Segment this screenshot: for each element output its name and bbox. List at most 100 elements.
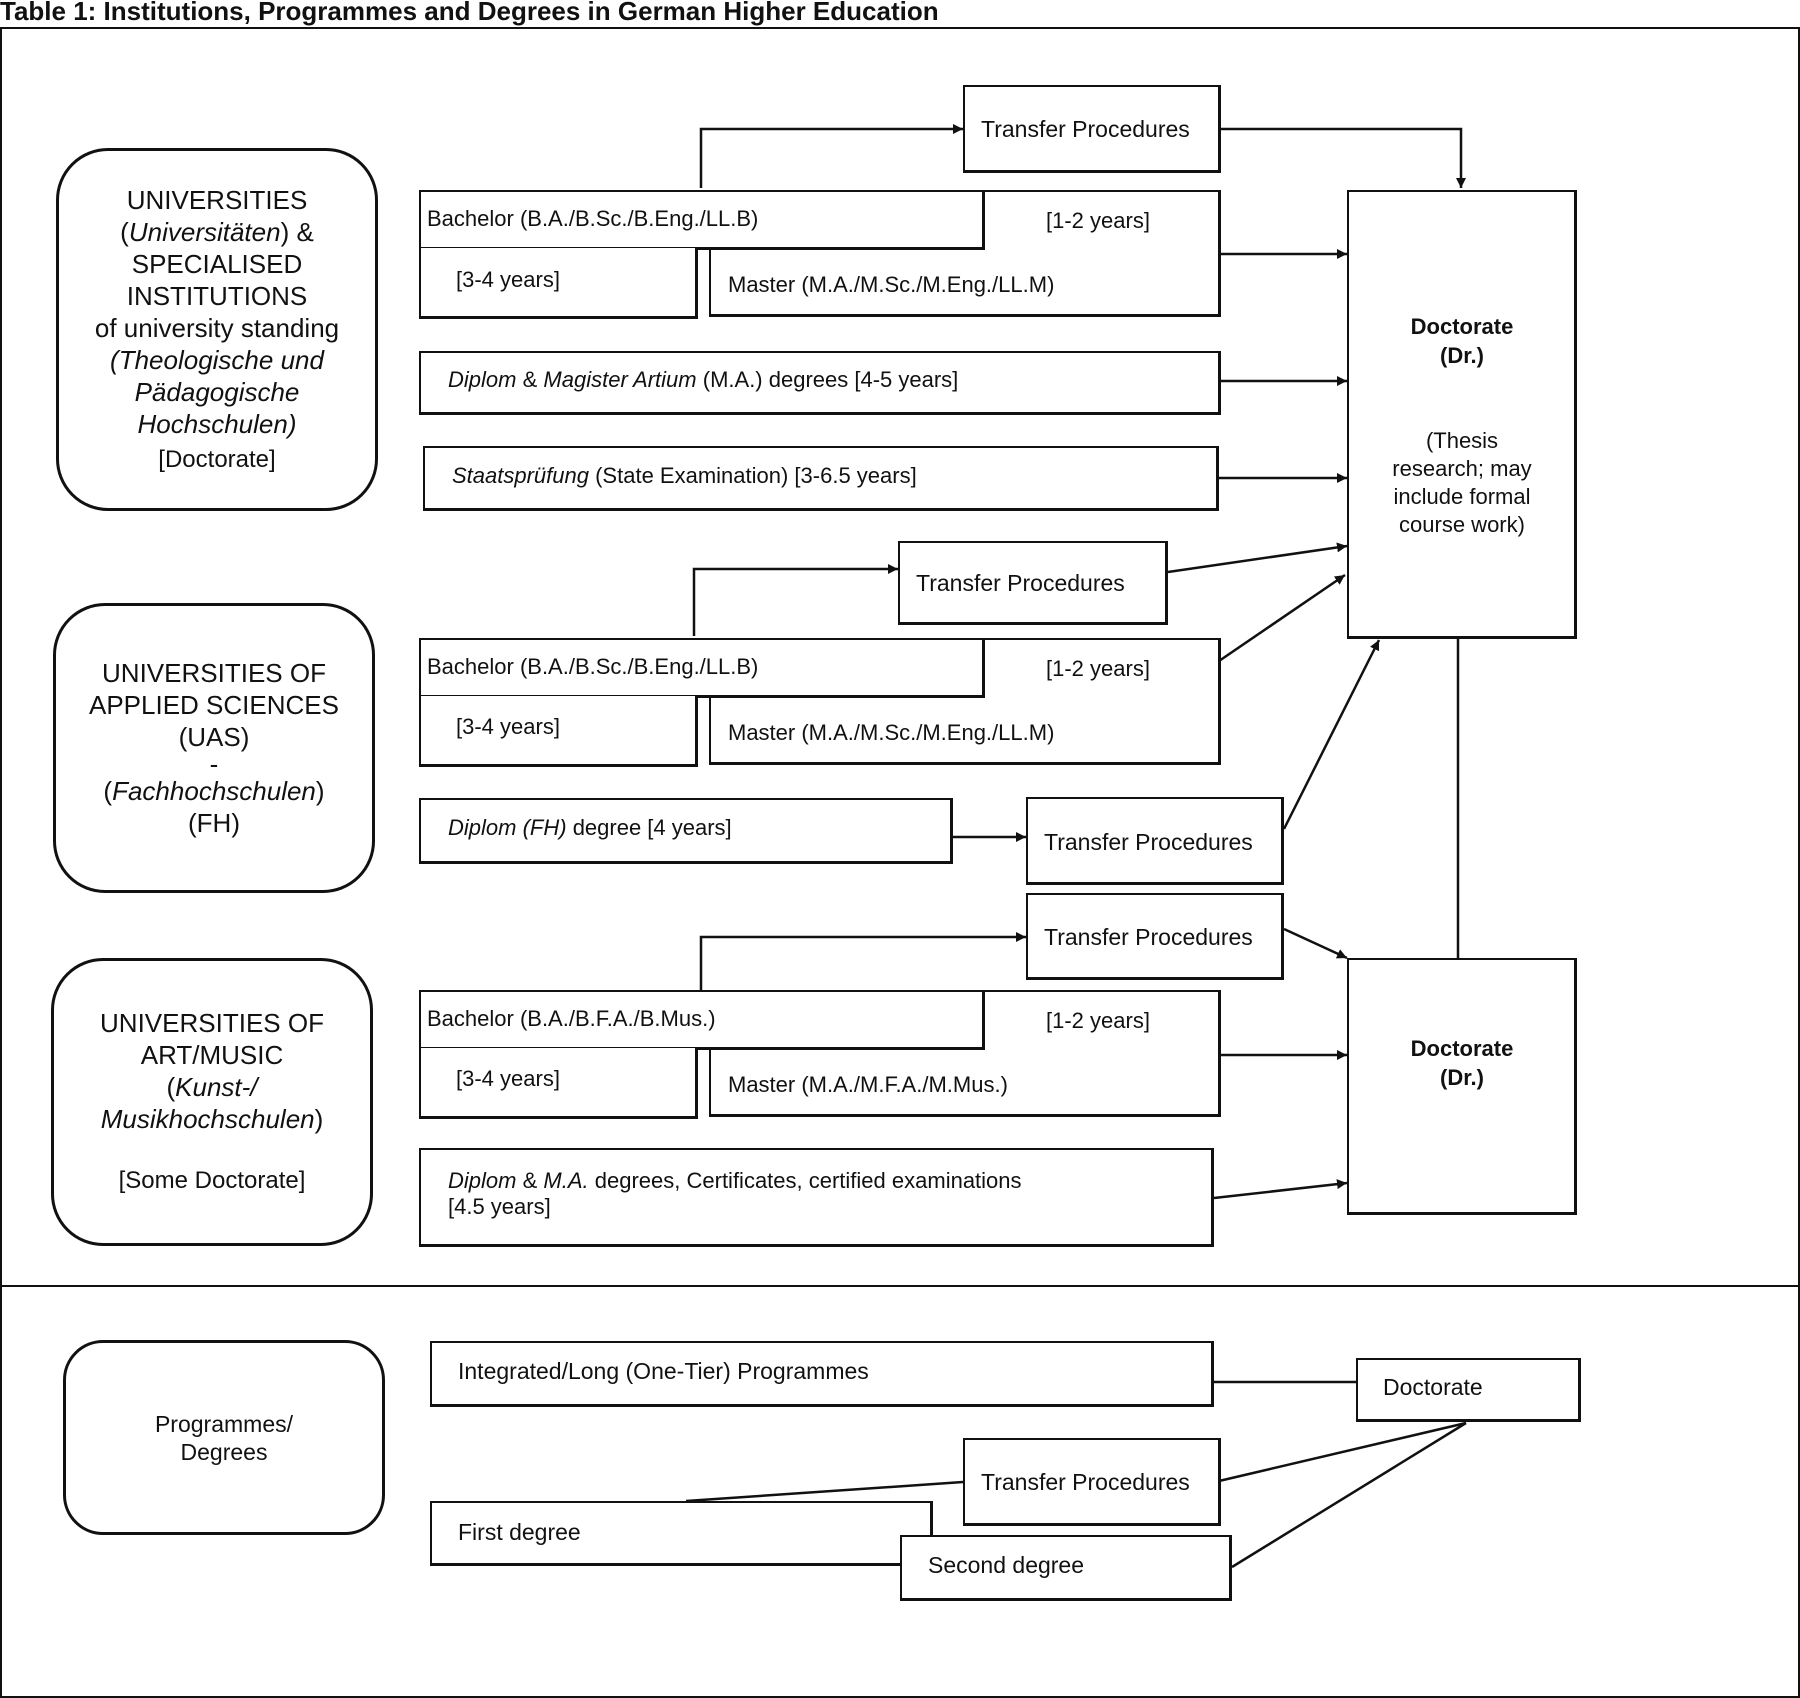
universities-paren-close: ) & — [280, 216, 314, 247]
legend-first-degree-label: First degree — [458, 1519, 581, 1545]
uni-bachelor-box-lower — [419, 248, 698, 319]
doctorate-top-abbr: (Dr.) — [1440, 343, 1484, 368]
uas-master-years: [1-2 years] — [1046, 656, 1150, 681]
uni-bachelor-box — [419, 190, 985, 250]
art-master-label: Master (M.A./M.F.A./M.Mus.) — [728, 1072, 1008, 1097]
uas-master-to-doctorate-arrow — [1218, 573, 1346, 663]
uni-diplom-box — [419, 351, 1221, 415]
uas-line-6: (FH) — [188, 808, 240, 838]
uas-diplom-term: Diplom (FH) — [448, 815, 567, 840]
uni-staats-term: Staatsprüfung — [452, 463, 589, 488]
legend-doctorate-label: Doctorate — [1383, 1374, 1483, 1400]
art-german-name-2: Musikhochschulen — [100, 1104, 315, 1134]
art-diplom-term: Diplom — [448, 1168, 517, 1193]
uas-line-3: (UAS) — [178, 722, 250, 752]
uni-diplom-label: Diplom & Magister Artium (M.A.) degrees … — [448, 367, 958, 393]
art-diplom-rest: degrees, Certificates, certified examina… — [594, 1168, 1022, 1193]
uas-line-2: APPLIED SCIENCES — [89, 690, 339, 720]
legend-second-degree-box — [900, 1535, 1232, 1601]
uas-bachelor-years: [3-4 years] — [456, 714, 560, 739]
legend-second-to-doctorate-line — [1231, 1421, 1467, 1569]
uni-diplom-term: Diplom — [448, 367, 517, 392]
doctorate-top-box — [1347, 190, 1577, 639]
art-line-3: (Kunst-/ — [166, 1071, 257, 1103]
art-diplom-box — [419, 1148, 1214, 1247]
art-transfer-box — [1026, 893, 1284, 980]
uas-line-4: - — [209, 749, 219, 779]
legend-doctorate-box — [1356, 1358, 1581, 1422]
uni-magister-term: Magister Artium — [543, 367, 697, 392]
universities-line-8: Hochschulen) — [137, 408, 297, 439]
diagram-title: Table 1: Institutions, Programmes and De… — [0, 0, 939, 26]
art-line-4: Musikhochschulen) — [101, 1103, 324, 1135]
uni-staats-box — [423, 446, 1219, 511]
uas-paren-open: ( — [103, 776, 113, 806]
legend-integrated-label: Integrated/Long (One-Tier) Programmes — [458, 1358, 869, 1384]
uas-transfer-box-1 — [898, 541, 1168, 625]
art-paren-close: ) — [314, 1104, 324, 1134]
uni-master-label: Master (M.A./M.Sc./M.Eng./LL.M) — [728, 272, 1055, 297]
doctorate-top-title: Doctorate — [1410, 314, 1514, 339]
universities-german-name: Universitäten — [128, 216, 281, 247]
uas-transfer-label-1: Transfer Procedures — [916, 570, 1125, 596]
art-transfer-to-doctorate-arrow — [1283, 927, 1348, 960]
uni-diplom-rest: (M.A.) degrees [4-5 years] — [702, 367, 959, 392]
art-paren-open: ( — [166, 1072, 176, 1102]
uas-institution-box: UNIVERSITIES OF APPLIED SCIENCES (UAS) -… — [53, 603, 375, 893]
uni-bachelor-to-transfer-arrow — [699, 124, 963, 188]
doctorate-top-note-1: (Thesis — [1425, 428, 1499, 453]
art-german-name-1: Kunst-/ — [175, 1072, 258, 1102]
uas-transfer-label-2: Transfer Procedures — [1044, 829, 1253, 855]
universities-line-6: (Theologische und — [110, 344, 324, 375]
doctorate-bottom-abbr: (Dr.) — [1440, 1065, 1484, 1090]
uas-bachelor-box-lower — [419, 696, 698, 767]
universities-line-4: INSTITUTIONS — [126, 280, 308, 311]
art-master-years: [1-2 years] — [1046, 1008, 1150, 1033]
uni-diplom-amp: & — [522, 367, 538, 392]
uas-bachelor-to-transfer-arrow — [692, 564, 898, 636]
uas-diplom-rest: degree [4 years] — [572, 815, 732, 840]
uas-diplom-label: Diplom (FH) degree [4 years] — [448, 815, 732, 841]
art-line-5: [Some Doctorate] — [118, 1167, 306, 1194]
art-bachelor-box-lower — [419, 1048, 698, 1119]
legend-second-degree-label: Second degree — [928, 1552, 1085, 1578]
art-diplom-years: [4.5 years] — [448, 1194, 551, 1219]
legend-first-degree-box — [430, 1501, 933, 1566]
uas-paren-close: ) — [315, 776, 325, 806]
art-bachelor-box — [419, 990, 985, 1050]
universities-line-3: SPECIALISED — [131, 248, 303, 279]
art-institution-box: UNIVERSITIES OF ART/MUSIC (Kunst-/ Musik… — [51, 958, 373, 1246]
art-transfer-label: Transfer Procedures — [1044, 924, 1253, 950]
doctorate-bottom-title: Doctorate — [1410, 1036, 1514, 1061]
legend-programmes-line-2: Degrees — [180, 1438, 268, 1465]
uas-bachelor-label: Bachelor (B.A./B.Sc./B.Eng./LL.B) — [427, 654, 759, 679]
art-bachelor-to-transfer-arrow — [699, 932, 1026, 990]
uni-transfer-box — [963, 85, 1221, 173]
uas-transfer2-to-doctorate-arrow — [1282, 639, 1381, 830]
universities-line-1: UNIVERSITIES — [126, 184, 308, 215]
uni-transfer-to-doctorate-arrow — [1219, 127, 1466, 188]
uas-transfer-to-doctorate-arrow — [1167, 542, 1348, 574]
doctorate-top-note-4: course work) — [1399, 512, 1525, 537]
uni-staats-label: Staatsprüfung (State Examination) [3-6.5… — [452, 463, 917, 489]
legend-transfer-box — [963, 1438, 1221, 1526]
uas-line-1: UNIVERSITIES OF — [102, 658, 326, 688]
uas-line-5: (Fachhochschulen) — [103, 775, 324, 807]
uas-bachelor-box — [419, 638, 985, 698]
doctorate-top-note-2: research; may — [1392, 456, 1532, 481]
legend-panel — [0, 1285, 1800, 1698]
legend-transfer-label: Transfer Procedures — [981, 1469, 1190, 1495]
doctorate-bottom-box — [1347, 958, 1577, 1215]
universities-institution-box: UNIVERSITIES (Universitäten) & SPECIALIS… — [56, 148, 378, 511]
art-line-1: UNIVERSITIES OF — [100, 1008, 324, 1038]
uni-bachelor-label: Bachelor (B.A./B.Sc./B.Eng./LL.B) — [427, 206, 759, 231]
art-diplom-amp: & — [522, 1168, 538, 1193]
art-bachelor-label: Bachelor (B.A./B.F.A./B.Mus.) — [427, 1006, 716, 1031]
uas-german-name: Fachhochschulen — [112, 776, 316, 806]
universities-paren-open: ( — [120, 216, 129, 247]
universities-line-7: Pädagogische — [134, 376, 300, 407]
legend-programmes-box: Programmes/ Degrees — [63, 1340, 385, 1535]
uni-staats-rest: (State Examination) [3-6.5 years] — [595, 463, 917, 488]
